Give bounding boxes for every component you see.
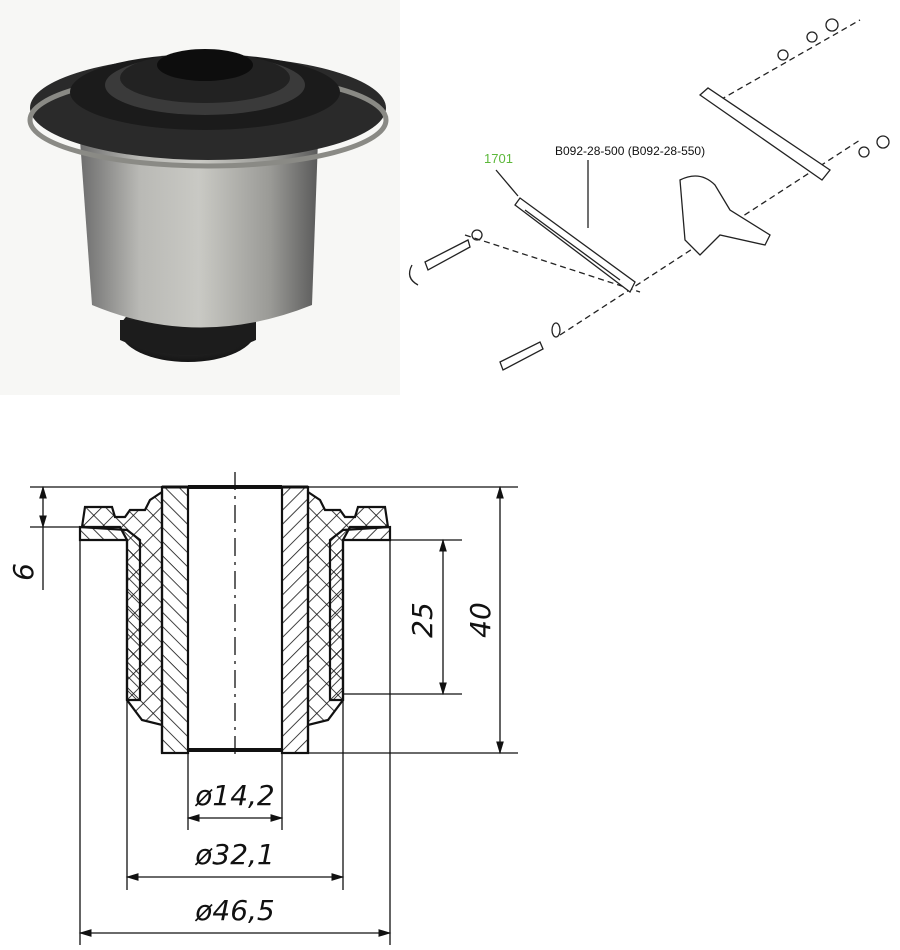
dim-total-height: 40	[464, 602, 497, 638]
cross-section-drawing: 6 25 40 ø14,2 ø32,1 ø46,5	[7, 472, 518, 945]
dim-flange-diameter: ø46,5	[194, 894, 274, 927]
callout-number: 1701	[484, 151, 513, 166]
bushing-photo	[0, 0, 400, 395]
knuckle	[679, 175, 771, 256]
dim-flange-height: 6	[7, 563, 40, 581]
bolt	[499, 341, 544, 371]
dim-sleeve-length: 25	[406, 602, 439, 638]
callout-leader	[495, 169, 519, 197]
part-number-label: B092-28-500 (B092-28-550)	[555, 144, 705, 158]
axis-line	[464, 234, 641, 293]
bolt	[424, 239, 471, 271]
dim-sleeve-diameter: ø32,1	[194, 838, 274, 871]
dim-bore-diameter: ø14,2	[194, 779, 274, 812]
clip	[408, 264, 419, 286]
parts-diagram	[408, 18, 890, 371]
upper-link	[698, 87, 831, 181]
